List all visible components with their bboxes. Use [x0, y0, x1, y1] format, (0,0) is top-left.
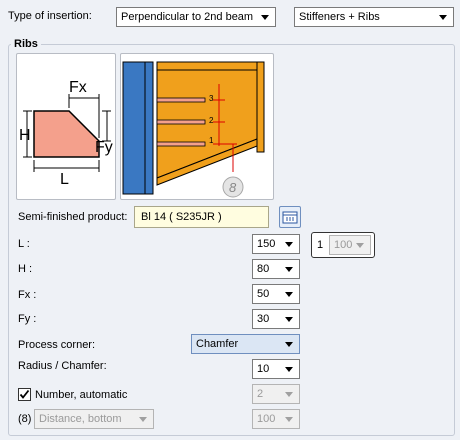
library-icon — [282, 211, 298, 224]
distance-mode-value: Distance, bottom — [39, 413, 122, 425]
chevron-down-icon — [285, 317, 293, 322]
chevron-down-icon — [285, 267, 293, 272]
fx-value: 50 — [257, 288, 270, 300]
fx-label: Fx : — [18, 289, 37, 301]
ribs-group — [8, 44, 455, 436]
stiffener-type-select[interactable]: Stiffeners + Ribs — [294, 7, 454, 27]
label-fy: Fy — [95, 139, 113, 156]
rib-placement-diagram[interactable]: 3 2 1 8 — [120, 53, 274, 200]
radius-chamfer-label: Radius / Chamfer: — [18, 360, 107, 372]
process-corner-value: Chamfer — [196, 338, 239, 350]
type-of-insertion-value: Perpendicular to 2nd beam — [121, 11, 254, 23]
fy-value: 30 — [257, 313, 270, 325]
radius-chamfer-value: 10 — [257, 363, 270, 375]
fy-select[interactable]: 30 — [252, 309, 300, 329]
fy-label: Fy : — [18, 313, 37, 325]
library-button[interactable] — [279, 206, 301, 228]
rib-count-value: 100 — [334, 239, 353, 251]
l-value: 150 — [257, 238, 276, 250]
semi-finished-label: Semi-finished product: — [18, 211, 128, 223]
chevron-down-icon — [285, 292, 293, 297]
chevron-down-icon — [285, 367, 293, 372]
rib-number-1: 1 — [209, 136, 214, 145]
h-select[interactable]: 80 — [252, 259, 300, 279]
distance-amount-value: 100 — [257, 413, 276, 425]
number-automatic-label: Number, automatic — [35, 389, 128, 401]
rib-count-label: 1 — [317, 239, 324, 251]
chevron-down-icon — [261, 15, 269, 20]
chevron-down-icon — [285, 342, 293, 347]
l-label: L : — [18, 238, 30, 250]
rib-number-3: 3 — [209, 94, 214, 103]
type-of-insertion-select[interactable]: Perpendicular to 2nd beam — [116, 7, 276, 27]
chevron-down-icon — [139, 417, 147, 422]
checkmark-icon — [19, 389, 30, 399]
chevron-down-icon — [285, 392, 293, 397]
semi-finished-value: Bl 14 ( S235JR ) — [141, 211, 222, 223]
process-corner-select[interactable]: Chamfer — [191, 334, 300, 354]
distance-prefix-label: (8) — [18, 413, 32, 425]
fx-select[interactable]: 50 — [252, 284, 300, 304]
rib-number-2: 2 — [209, 116, 214, 125]
rib-placement-drawing: 3 2 1 8 — [122, 61, 265, 198]
label-h: H — [19, 127, 31, 144]
h-label: H : — [18, 263, 33, 275]
radius-chamfer-select[interactable]: 10 — [252, 359, 300, 379]
chevron-down-icon — [356, 243, 364, 248]
rib-shape-diagram[interactable]: H Fx Fy L — [16, 53, 116, 200]
distance-mode-select[interactable]: Distance, bottom — [34, 409, 154, 429]
chevron-down-icon — [285, 242, 293, 247]
label-l: L — [60, 171, 69, 188]
semi-finished-field[interactable]: Bl 14 ( S235JR ) — [134, 206, 269, 228]
ribs-group-title: Ribs — [11, 37, 41, 51]
stiffener-type-value: Stiffeners + Ribs — [299, 11, 380, 23]
l-select[interactable]: 150 — [252, 234, 300, 254]
number-value: 2 — [257, 388, 264, 400]
h-value: 80 — [257, 263, 270, 275]
rib-count-box: 1 100 — [311, 232, 375, 258]
type-of-insertion-label: Type of insertion: — [8, 10, 92, 22]
chevron-down-icon — [439, 15, 447, 20]
distance-badge: 8 — [229, 180, 237, 195]
number-select[interactable]: 2 — [252, 384, 300, 404]
chevron-down-icon — [285, 417, 293, 422]
rib-count-select[interactable]: 100 — [329, 235, 371, 255]
distance-amount-select[interactable]: 100 — [252, 409, 300, 429]
process-corner-label: Process corner: — [18, 339, 96, 351]
rib-shape-drawing: H Fx Fy L — [19, 79, 113, 188]
label-fx: Fx — [69, 79, 87, 96]
number-automatic-checkbox[interactable] — [18, 388, 31, 401]
